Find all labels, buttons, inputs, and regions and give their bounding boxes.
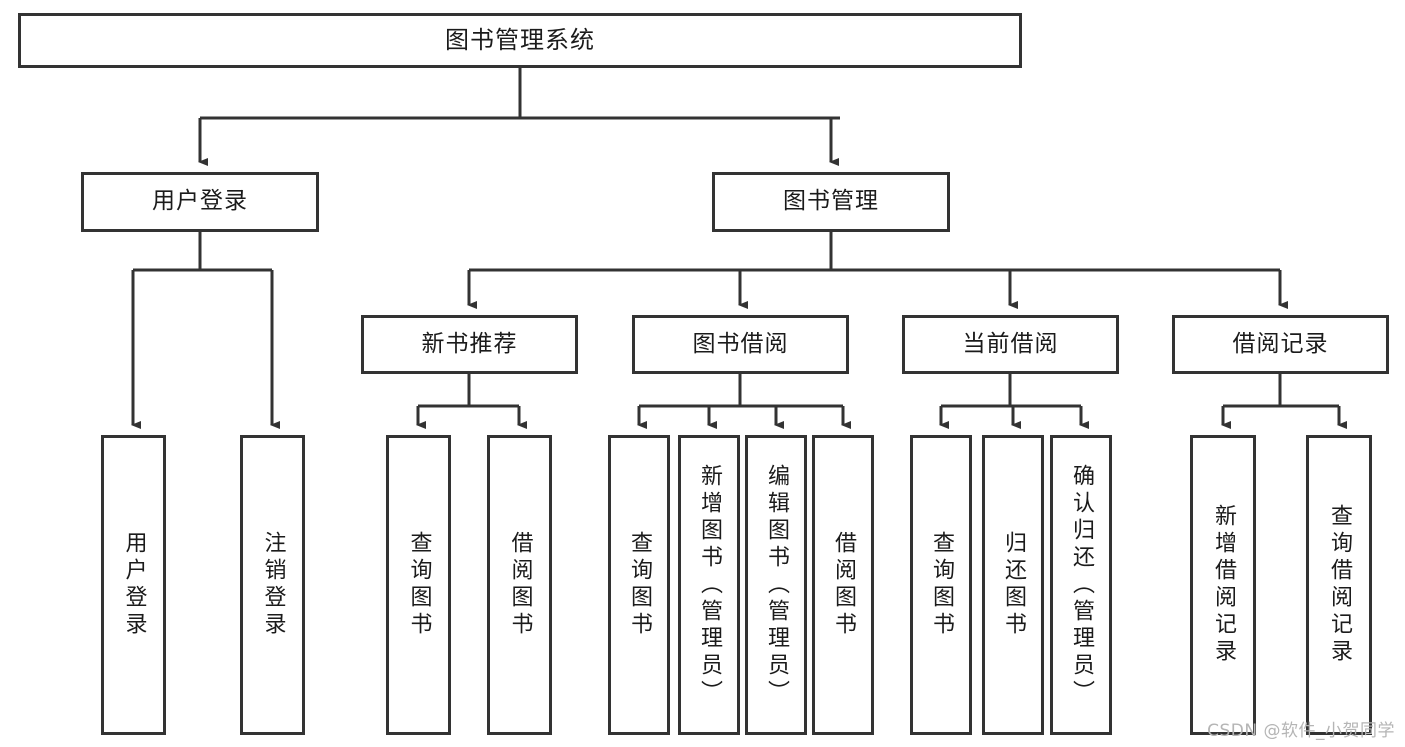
node-leaf-add-book-admin-label: 新增图书（管理员） [697,463,722,707]
node-book-borrow-label: 图书借阅 [692,330,789,357]
node-leaf-query-borrow-record[interactable]: 查询借阅记录 [1306,435,1372,735]
node-book-management[interactable]: 图书管理 [712,172,950,232]
node-new-book-recommend-label: 新书推荐 [421,330,518,357]
node-leaf-borrow-book-1-label: 借阅图书 [507,531,533,639]
node-user-login[interactable]: 用户登录 [81,172,319,232]
node-book-management-label: 图书管理 [783,188,879,215]
node-leaf-add-borrow-record-label: 新增借阅记录 [1211,504,1236,666]
node-leaf-user-login[interactable]: 用户登录 [101,435,166,735]
node-root-label: 图书管理系统 [445,26,595,55]
node-leaf-user-logout[interactable]: 注销登录 [240,435,305,735]
node-leaf-confirm-return-admin-label: 确认归还（管理员） [1069,463,1094,707]
node-borrow-record[interactable]: 借阅记录 [1172,315,1389,374]
node-leaf-query-borrow-record-label: 查询借阅记录 [1327,504,1352,666]
node-leaf-borrow-book-2-label: 借阅图书 [831,531,856,639]
node-leaf-return-book[interactable]: 归还图书 [982,435,1044,735]
node-leaf-edit-book-admin[interactable]: 编辑图书（管理员） [745,435,807,735]
node-leaf-query-book-3-label: 查询图书 [929,531,954,639]
node-leaf-return-book-label: 归还图书 [1001,531,1026,639]
node-new-book-recommend[interactable]: 新书推荐 [361,315,578,374]
node-leaf-add-borrow-record[interactable]: 新增借阅记录 [1190,435,1256,735]
node-book-borrow[interactable]: 图书借阅 [632,315,849,374]
node-leaf-query-book-1-label: 查询图书 [406,531,432,639]
node-leaf-borrow-book-2[interactable]: 借阅图书 [812,435,874,735]
node-leaf-user-logout-label: 注销登录 [260,531,286,639]
node-leaf-add-book-admin[interactable]: 新增图书（管理员） [678,435,740,735]
node-leaf-user-login-label: 用户登录 [121,531,147,639]
node-current-borrow-label: 当前借阅 [962,330,1059,357]
node-leaf-confirm-return-admin[interactable]: 确认归还（管理员） [1050,435,1112,735]
node-user-login-label: 用户登录 [152,188,248,215]
watermark-text: CSDN @软件_小贺同学 [1207,721,1395,741]
node-leaf-query-book-1[interactable]: 查询图书 [386,435,451,735]
node-leaf-query-book-2[interactable]: 查询图书 [608,435,670,735]
node-borrow-record-label: 借阅记录 [1232,330,1329,357]
node-leaf-query-book-2-label: 查询图书 [627,531,652,639]
node-root-system[interactable]: 图书管理系统 [18,13,1022,68]
node-leaf-borrow-book-1[interactable]: 借阅图书 [487,435,552,735]
node-leaf-edit-book-admin-label: 编辑图书（管理员） [764,463,789,707]
node-current-borrow[interactable]: 当前借阅 [902,315,1119,374]
node-leaf-query-book-3[interactable]: 查询图书 [910,435,972,735]
